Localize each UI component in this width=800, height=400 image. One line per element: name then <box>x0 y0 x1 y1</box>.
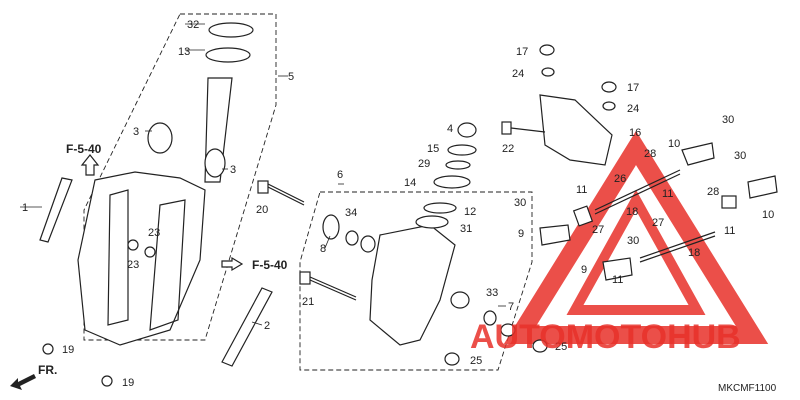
label-25a: 25 <box>470 355 482 367</box>
label-19b: 19 <box>122 377 134 389</box>
nut-23-b <box>144 246 156 258</box>
label-30d: 30 <box>627 235 639 247</box>
label-34: 34 <box>345 207 357 219</box>
cap-7 <box>500 323 516 337</box>
label-30c: 30 <box>734 150 746 162</box>
label-29: 29 <box>418 158 430 170</box>
label-7: 7 <box>508 301 514 313</box>
washer-24-top <box>541 67 555 77</box>
watermark-text: AUTOMOTOHUB <box>470 318 741 356</box>
label-9b: 9 <box>581 264 587 276</box>
label-18b: 18 <box>688 247 700 259</box>
bolt-22 <box>501 121 546 135</box>
label-28b: 28 <box>707 186 719 198</box>
label-25b: 25 <box>555 341 567 353</box>
label-28a: 28 <box>644 148 656 160</box>
label-32: 32 <box>187 19 199 31</box>
label-11c: 11 <box>724 225 735 237</box>
front-label: FR. <box>38 363 57 377</box>
label-3a: 3 <box>133 126 139 138</box>
label-10a: 10 <box>668 138 680 150</box>
label-27b: 27 <box>652 217 664 229</box>
label-18a: 18 <box>626 206 638 218</box>
label-5: 5 <box>288 71 294 83</box>
leader-lines <box>20 23 506 326</box>
washer-24-right <box>602 101 616 111</box>
bearing-stack <box>415 122 477 229</box>
label-3b: 3 <box>230 164 236 176</box>
nut-17-right <box>601 81 617 93</box>
side-cover-2 <box>221 287 273 367</box>
label-17a: 17 <box>516 46 528 58</box>
diagram-code: MKCMF1100 <box>718 383 777 394</box>
nut-23-a <box>127 239 139 251</box>
seal-33b <box>483 310 497 326</box>
label-11b: 11 <box>662 188 673 200</box>
label-14: 14 <box>404 177 416 189</box>
collar-33 <box>450 291 470 309</box>
label-19a: 19 <box>62 344 74 356</box>
label-10b: 10 <box>762 209 774 221</box>
swing-arm <box>369 224 456 346</box>
collar-8 <box>322 214 340 240</box>
label-31: 31 <box>460 223 472 235</box>
tie-rod-lower <box>602 175 778 281</box>
label-30b: 30 <box>722 114 734 126</box>
bolt-19-upper <box>42 343 54 355</box>
label-23b: 23 <box>127 259 139 271</box>
label-13: 13 <box>178 46 190 58</box>
label-27a: 27 <box>592 224 604 236</box>
label-24b: 24 <box>627 103 639 115</box>
label-22: 22 <box>502 143 514 155</box>
watermark-logo <box>503 130 769 344</box>
label-11a: 11 <box>576 184 587 196</box>
group-outline-5 <box>83 13 277 341</box>
nut-25-left <box>444 352 460 366</box>
label-23a: 23 <box>148 227 160 239</box>
label-20: 20 <box>256 204 268 216</box>
label-24a: 24 <box>512 68 524 80</box>
ref-arrow-up-icon <box>80 154 100 176</box>
ref-arrow-right-icon <box>221 256 244 272</box>
nut-25-right <box>532 339 548 353</box>
label-30a: 30 <box>514 197 526 209</box>
label-12: 12 <box>464 206 476 218</box>
label-21: 21 <box>302 296 314 308</box>
nut-17-top <box>539 44 555 56</box>
label-1: 1 <box>22 202 28 214</box>
bracket-16 <box>539 94 613 166</box>
group-outline-6 <box>299 191 533 371</box>
bearing-34b <box>360 235 376 253</box>
bolt-19-lower <box>101 375 113 387</box>
label-11d: 11 <box>612 274 623 286</box>
seal-34 <box>345 230 359 246</box>
fork-assembly <box>77 22 254 346</box>
bolt-21 <box>299 271 357 301</box>
label-8: 8 <box>320 243 326 255</box>
label-4: 4 <box>447 123 453 135</box>
ref-label-top: F-5-40 <box>66 142 102 156</box>
label-26: 26 <box>614 173 626 185</box>
label-17b: 17 <box>627 82 639 94</box>
side-cover-1 <box>39 177 73 243</box>
label-15: 15 <box>427 143 439 155</box>
bolt-20 <box>257 180 305 206</box>
label-33: 33 <box>486 287 498 299</box>
label-9a: 9 <box>518 228 524 240</box>
ref-label-mid: F-5-40 <box>252 258 288 272</box>
label-16: 16 <box>629 127 641 139</box>
tie-rod-upper <box>539 142 715 246</box>
label-2: 2 <box>264 320 270 332</box>
label-6: 6 <box>337 169 343 181</box>
front-arrow-icon <box>10 374 36 390</box>
